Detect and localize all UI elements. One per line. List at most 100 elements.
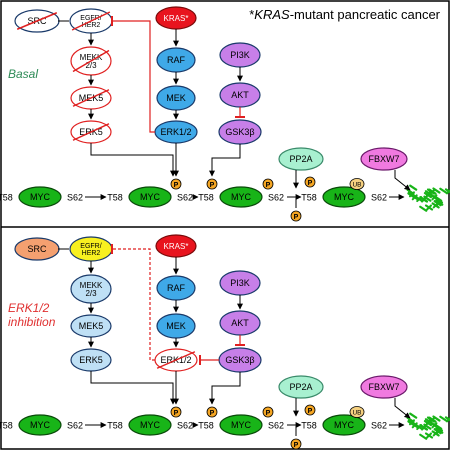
figure-title: *KRAS-mutant pancreatic cancer [249, 7, 440, 22]
myc-2-node: MYC [128, 186, 172, 208]
fbxw7-node-label: FBXW7 [368, 382, 399, 392]
egfr-her2-node-cross [71, 11, 111, 31]
phospho-s62-b: P [262, 406, 274, 418]
phospho-t58: P [206, 406, 218, 418]
egfr-her2-node-label: EGFR/HER2 [80, 15, 101, 29]
gsk3b-node-label: GSK3β [225, 127, 254, 137]
erk5-node-cross [72, 123, 110, 141]
kras-node: KRAS* [155, 234, 197, 258]
residue-t58: T58 [198, 421, 214, 431]
myc-1-node-label: MYC [30, 420, 51, 430]
akt-node: AKT [219, 310, 261, 336]
pp2a-node-label: PP2A [289, 382, 312, 392]
phospho-released: P [290, 438, 302, 450]
residue-t58: T58 [198, 193, 214, 203]
akt-node-label: AKT [231, 90, 249, 100]
residue-s62: S62 [177, 421, 193, 431]
erk12-node: ERK1/2 [154, 120, 198, 144]
panel-label: Basal [8, 67, 38, 81]
raf-node: RAF [156, 275, 196, 301]
fbxw7-node: FBXW7 [360, 375, 408, 399]
residue-t58: T58 [107, 421, 123, 431]
egfr-her2-node: EGFR/HER2 [69, 8, 113, 34]
myc-4-node-label: MYC [334, 192, 355, 202]
svg-text:P: P [308, 408, 313, 415]
erk5-node: ERK5 [70, 120, 112, 144]
phospho-s62-a: P [170, 406, 182, 418]
erk5-node-label: ERK5 [79, 355, 103, 365]
svg-text:UB: UB [352, 410, 361, 417]
degraded-myc [406, 184, 450, 212]
egfr-her2-node: EGFR/HER2 [69, 236, 113, 262]
erk12-node-cross [156, 351, 196, 369]
gsk3b-node: GSK3β [218, 347, 262, 373]
svg-text:P: P [174, 410, 179, 417]
residue-s62: S62 [371, 193, 387, 203]
mek5-node: MEK5 [70, 86, 112, 110]
src-node: SRC [14, 9, 60, 33]
pi3k-node-label: PI3K [230, 278, 250, 288]
mek-node-label: MEK [166, 93, 186, 103]
fbxw7-node-label: FBXW7 [368, 154, 399, 164]
residue-t58: T58 [0, 421, 13, 431]
kras-node-label: KRAS* [164, 242, 189, 251]
erk-feedback-egfr [112, 20, 155, 133]
erk5-to-s62 [90, 371, 176, 405]
pi3k-node: PI3K [219, 270, 261, 296]
kras-node-label: KRAS* [164, 14, 189, 23]
raf-node-label: RAF [167, 55, 186, 65]
residue-s62: S62 [268, 193, 284, 203]
myc-1-node-label: MYC [30, 192, 51, 202]
myc-4-node: MYC [322, 186, 366, 208]
svg-text:UB: UB [352, 182, 361, 189]
mekk-node-cross [72, 49, 110, 73]
erk12-node-label: ERK1/2 [160, 127, 191, 137]
mek5-node-cross [72, 89, 110, 107]
myc-3-node: MYC [219, 414, 263, 436]
raf-node-label: RAF [167, 283, 186, 293]
residue-s62: S62 [371, 421, 387, 431]
svg-text:P: P [308, 180, 313, 187]
svg-text:P: P [266, 182, 271, 189]
pp2a-node-label: PP2A [289, 154, 312, 164]
gsk3b-to-t58 [209, 144, 241, 177]
residue-t58: T58 [301, 421, 317, 431]
myc-3-node-label: MYC [231, 192, 252, 202]
gsk3b-node: GSK3β [218, 119, 262, 145]
phospho-released: P [290, 210, 302, 222]
myc-1-node: MYC [18, 186, 62, 208]
fbxw7-to-degradation [394, 170, 411, 191]
myc-2-node: MYC [128, 414, 172, 436]
phospho-t58-b: P [304, 404, 316, 416]
gsk3b-node-label: GSK3β [225, 355, 254, 365]
svg-text:P: P [210, 182, 215, 189]
phospho-s62-a: P [170, 178, 182, 190]
src-node-cross [16, 12, 58, 30]
mek5-node-label: MEK5 [79, 321, 104, 331]
residue-t58: T58 [301, 193, 317, 203]
src-node: SRC [14, 237, 60, 261]
residue-t58: T58 [0, 193, 13, 203]
egfr-her2-node-label: EGFR/HER2 [80, 243, 101, 257]
ub-tag: UB [349, 406, 365, 418]
akt-node-label: AKT [231, 318, 249, 328]
svg-text:P: P [174, 182, 179, 189]
phospho-t58-b: P [304, 176, 316, 188]
mek-node: MEK [156, 85, 196, 111]
kras-node: KRAS* [155, 6, 197, 30]
myc-4-node: MYC [322, 414, 366, 436]
fbxw7-node: FBXW7 [360, 147, 408, 171]
mek-node: MEK [156, 313, 196, 339]
ub-tag: UB [349, 178, 365, 190]
myc-3-node: MYC [219, 186, 263, 208]
phospho-t58: P [206, 178, 218, 190]
svg-text:P: P [266, 410, 271, 417]
